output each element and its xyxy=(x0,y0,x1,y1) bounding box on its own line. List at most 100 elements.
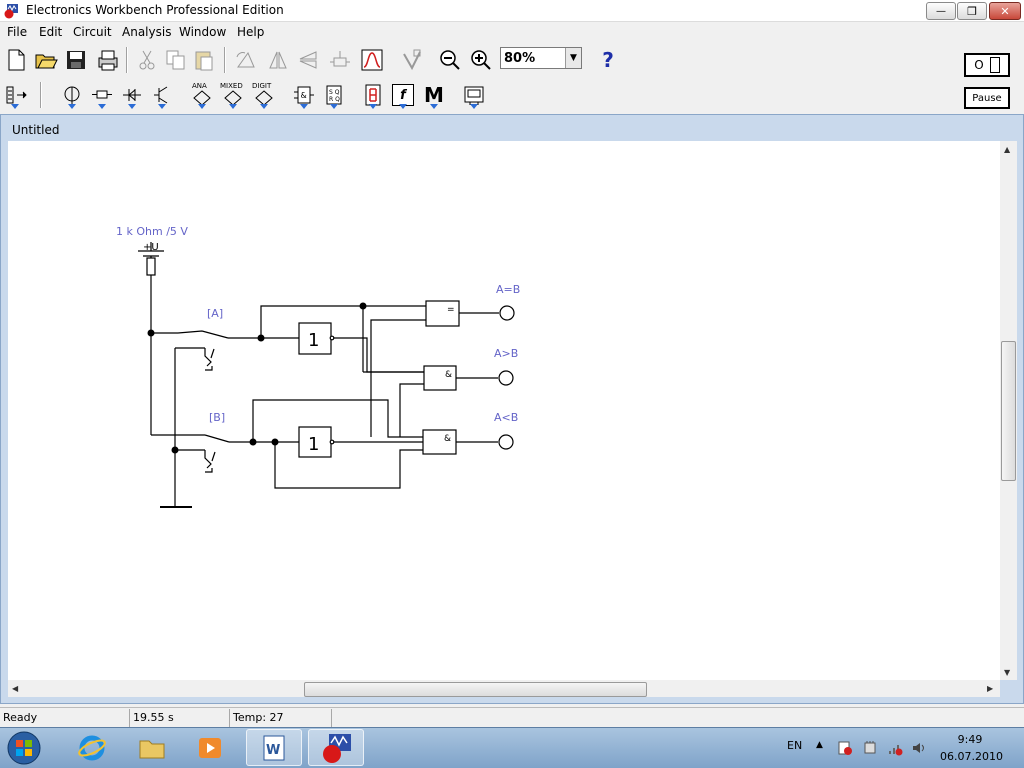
new-button[interactable] xyxy=(2,45,30,75)
close-button[interactable]: ✕ xyxy=(989,2,1021,20)
open-folder-icon xyxy=(35,54,58,69)
chevron-down-icon xyxy=(158,104,166,109)
pause-button[interactable]: Pause xyxy=(964,87,1010,109)
component-properties-button[interactable] xyxy=(398,45,426,75)
chevron-down-icon xyxy=(369,104,377,109)
chevron-down-icon[interactable]: ▼ xyxy=(565,48,581,68)
transistor-icon xyxy=(154,86,168,104)
copy-icon xyxy=(166,50,185,70)
windows-logo-icon xyxy=(16,740,32,756)
taskbar-workbench[interactable] xyxy=(308,729,364,766)
maximize-button[interactable]: ❐ xyxy=(957,2,987,20)
temperature: Temp: 27 xyxy=(230,709,332,727)
clock-time[interactable]: 9:49 xyxy=(957,733,983,746)
power-switch[interactable]: O xyxy=(964,53,1010,77)
zoom-in-icon xyxy=(471,50,491,70)
taskbar-ie[interactable] xyxy=(64,729,120,766)
parts-diodes-button[interactable] xyxy=(118,80,146,110)
flip-horizontal-button[interactable] xyxy=(264,45,292,75)
chevron-down-icon xyxy=(68,104,76,109)
menu-window[interactable]: Window xyxy=(179,25,227,39)
folder-icon xyxy=(139,740,165,758)
printer-icon xyxy=(98,50,118,71)
clock-date[interactable]: 06.07.2010 xyxy=(940,750,1003,763)
volume-icon[interactable] xyxy=(911,740,927,756)
svg-text:&: & xyxy=(301,91,307,100)
ana-label: ANA xyxy=(192,82,207,90)
menu-analysis[interactable]: Analysis xyxy=(122,25,172,39)
taskbar-word[interactable]: W xyxy=(246,729,302,766)
menu-file[interactable]: File xyxy=(7,25,28,39)
action-center-icon[interactable] xyxy=(837,740,853,756)
zoom-value: 80% xyxy=(504,50,536,66)
power-toggle-handle xyxy=(989,57,1000,73)
copy-button[interactable] xyxy=(162,45,190,75)
logic-gate-icon: & xyxy=(294,86,314,104)
zoom-select[interactable]: 80% ▼ xyxy=(500,47,582,69)
document-title: Untitled xyxy=(12,123,60,137)
menu-bar: File Edit Circuit Analysis Window Help xyxy=(0,22,1024,42)
circuit-canvas[interactable] xyxy=(8,141,1000,680)
parts-indicators-button[interactable] xyxy=(359,80,387,110)
scroll-right-icon[interactable]: ▶ xyxy=(987,684,994,693)
workbench-icon xyxy=(323,733,351,763)
taskbar xyxy=(0,727,1024,768)
chevron-down-icon xyxy=(128,104,136,109)
vertical-scroll-thumb[interactable] xyxy=(1001,341,1016,481)
help-button[interactable]: ? xyxy=(594,45,622,75)
taskbar-explorer[interactable] xyxy=(124,729,180,766)
menu-edit[interactable]: Edit xyxy=(39,25,63,39)
menu-help[interactable]: Help xyxy=(237,25,265,39)
chevron-down-icon xyxy=(330,104,338,109)
properties-icon xyxy=(403,49,421,71)
menu-circuit[interactable]: Circuit xyxy=(73,25,112,39)
graph-icon xyxy=(361,49,383,71)
parts-basic-button[interactable] xyxy=(88,80,116,110)
power-icon: O xyxy=(974,58,984,72)
network-icon[interactable] xyxy=(887,740,903,756)
parts-logic-gates-button[interactable]: & xyxy=(290,80,318,110)
zoom-out-icon xyxy=(440,50,460,70)
close-icon: ✕ xyxy=(1000,4,1010,18)
paste-button[interactable] xyxy=(190,45,218,75)
pause-label: Pause xyxy=(972,92,1002,104)
rotate-button[interactable] xyxy=(232,45,260,75)
horizontal-scroll-thumb[interactable] xyxy=(304,682,647,697)
print-button[interactable] xyxy=(94,45,122,75)
scroll-up-icon[interactable]: ▲ xyxy=(1004,145,1011,154)
open-button[interactable] xyxy=(32,45,60,75)
graphs-button[interactable] xyxy=(358,45,386,75)
parts-controls-button[interactable]: f xyxy=(389,80,417,110)
chevron-down-icon xyxy=(260,104,268,109)
seven-segment-icon xyxy=(365,84,381,106)
simulation-time: 19.55 s xyxy=(130,709,230,727)
scroll-left-icon[interactable]: ◀ xyxy=(12,684,19,693)
save-button[interactable] xyxy=(62,45,90,75)
chevron-down-icon xyxy=(98,104,106,109)
flip-vertical-button[interactable] xyxy=(294,45,322,75)
rotate-icon xyxy=(236,51,255,68)
device-icon[interactable] xyxy=(862,740,878,756)
parts-favorites-button[interactable] xyxy=(3,80,31,110)
parts-instruments-button[interactable] xyxy=(460,80,488,110)
toolbar-separator xyxy=(126,47,128,73)
flip-horizontal-icon xyxy=(269,51,287,69)
language-indicator[interactable]: EN xyxy=(787,739,803,752)
diode-icon xyxy=(123,88,141,102)
start-button[interactable] xyxy=(4,729,44,767)
cut-button[interactable] xyxy=(133,45,161,75)
subcircuit-button[interactable] xyxy=(326,45,354,75)
zoom-in-button[interactable] xyxy=(467,45,495,75)
parts-miscellaneous-button[interactable]: M xyxy=(420,80,448,110)
show-hidden-icons-icon[interactable]: ▲ xyxy=(816,740,823,750)
minimize-button[interactable]: — xyxy=(926,2,956,20)
title-bar: Electronics Workbench Professional Editi… xyxy=(0,0,1024,22)
scroll-down-icon[interactable]: ▼ xyxy=(1004,668,1011,677)
taskbar-media-player[interactable] xyxy=(182,729,238,766)
word-icon: W xyxy=(263,735,285,760)
mixed-label: MIXED xyxy=(220,82,243,90)
parts-transistors-button[interactable] xyxy=(148,80,176,110)
zoom-out-button[interactable] xyxy=(436,45,464,75)
function-icon: f xyxy=(392,84,414,106)
chevron-down-icon xyxy=(11,104,19,109)
